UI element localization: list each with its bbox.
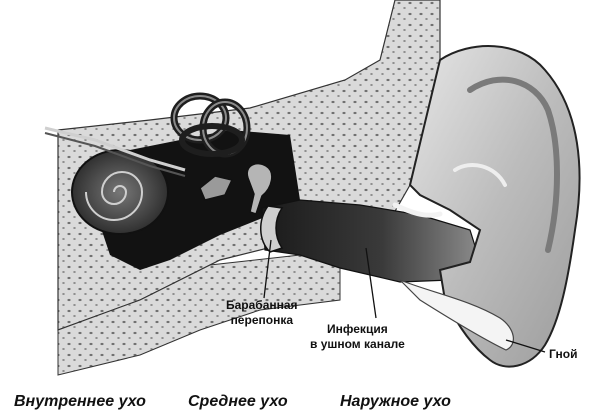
cochlea xyxy=(72,150,168,234)
infection-label-line1: Инфекция xyxy=(310,322,405,337)
eardrum-label: Барабанная перепонка xyxy=(226,298,298,328)
infection-label-line2: в ушном канале xyxy=(310,337,405,352)
pus-label: Гной xyxy=(549,347,577,362)
eardrum-label-line2: перепонка xyxy=(226,313,298,328)
section-outer-ear: Наружное ухо xyxy=(340,393,451,411)
eardrum-label-line1: Барабанная xyxy=(226,298,298,313)
infection-label: Инфекция в ушном канале xyxy=(310,322,405,352)
section-middle-ear: Среднее ухо xyxy=(188,393,288,411)
section-inner-ear: Внутреннее ухо xyxy=(14,393,146,411)
